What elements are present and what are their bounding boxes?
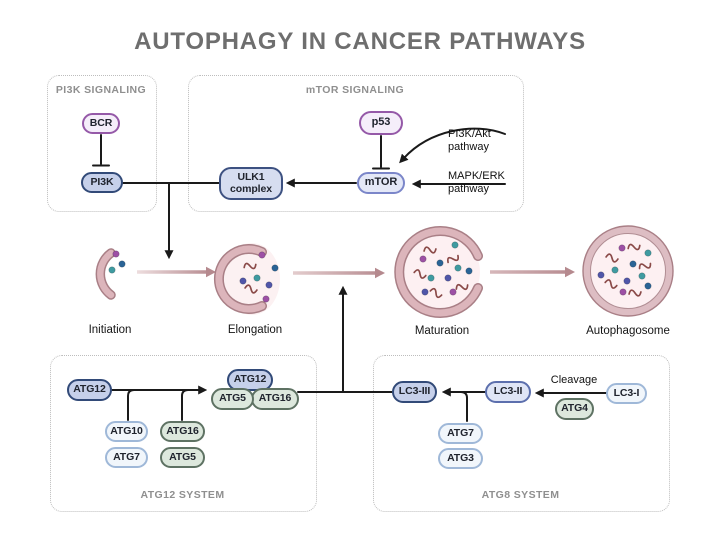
- node-atg12: ATG12: [67, 379, 112, 401]
- annotation-pi3k-akt-line1: PI3K/Akt: [448, 128, 491, 140]
- diagram-title: AUTOPHAGY IN CANCER PATHWAYS: [134, 28, 586, 55]
- node-atg10: ATG10: [105, 421, 148, 442]
- node-lc3-ii: LC3-II: [485, 381, 531, 403]
- node-mtor: mTOR: [357, 172, 405, 194]
- stage-label-maturation: Maturation: [414, 325, 470, 337]
- elongation-vesicle-icon: [214, 243, 280, 315]
- arrow-pi3k-akt-to-mtor: [399, 127, 506, 164]
- inhibit-arrow-bcr-pi3k: [92, 134, 110, 167]
- arrow-maturation-to-autophagosome: [490, 266, 575, 278]
- annotation-pi3k-akt-line2: pathway: [448, 140, 489, 153]
- stage-label-autophagosome: Autophagosome: [586, 325, 670, 337]
- pi3k-signaling-box: [47, 75, 157, 212]
- annotation-mapk-erk-line1: MAPK/ERK: [448, 170, 505, 182]
- inhibit-arrow-p53-mtor: [372, 135, 390, 170]
- arrow-elongation-to-maturation: [293, 267, 385, 279]
- maturation-vesicle-icon: [394, 226, 483, 318]
- node-atg5: ATG5: [160, 447, 205, 468]
- node-complex-atg12: ATG12: [227, 369, 273, 391]
- stage-label-initiation: Initiation: [88, 324, 132, 336]
- annotation-mapk-erk-line2: pathway: [448, 182, 489, 195]
- node-atg16: ATG16: [160, 421, 205, 442]
- arrow-initiation-to-elongation: [137, 266, 216, 278]
- autophagosome-vesicle-icon: [582, 225, 674, 317]
- mtor-box-header: mTOR SIGNALING: [305, 84, 405, 96]
- branch-atg16-atg5: [181, 389, 189, 421]
- node-pi3k: PI3K: [81, 172, 123, 193]
- atg12-system-box: [50, 355, 317, 512]
- ulk1-label-line1: ULK1: [237, 171, 265, 184]
- annotation-pi3k-akt-pathway: PI3K/Akt pathway: [448, 128, 491, 153]
- node-p53: p53: [359, 111, 403, 135]
- stage-label-elongation: Elongation: [227, 324, 283, 336]
- branch-atg7-atg3: [460, 391, 468, 422]
- node-lc3-iii: LC3-III: [392, 381, 437, 403]
- atg8-box-header: ATG8 SYSTEM: [481, 489, 560, 501]
- node-atg7-right: ATG7: [438, 423, 483, 444]
- node-ulk1-complex: ULK1 complex: [219, 167, 283, 200]
- node-atg3: ATG3: [438, 448, 483, 469]
- pi3k-box-header: PI3K SIGNALING: [55, 84, 147, 96]
- atg12-box-header: ATG12 SYSTEM: [140, 489, 225, 501]
- atg8-system-box: [373, 355, 670, 512]
- node-complex-atg5: ATG5: [211, 388, 254, 410]
- node-atg7-left: ATG7: [105, 447, 148, 468]
- node-atg4: ATG4: [555, 398, 594, 420]
- annotation-mapk-erk-pathway: MAPK/ERK pathway: [448, 170, 505, 195]
- mtor-signaling-box: [188, 75, 524, 212]
- node-lc3-i: LC3-I: [606, 383, 647, 404]
- cleavage-label: Cleavage: [550, 374, 598, 386]
- branch-atg10-atg7: [127, 389, 135, 421]
- stage-arrows: [137, 266, 575, 279]
- ulk1-label-line2: complex: [230, 182, 272, 195]
- initiation-vesicle-icon: [95, 248, 126, 300]
- node-bcr: BCR: [82, 113, 120, 134]
- node-complex-atg16: ATG16: [251, 388, 299, 410]
